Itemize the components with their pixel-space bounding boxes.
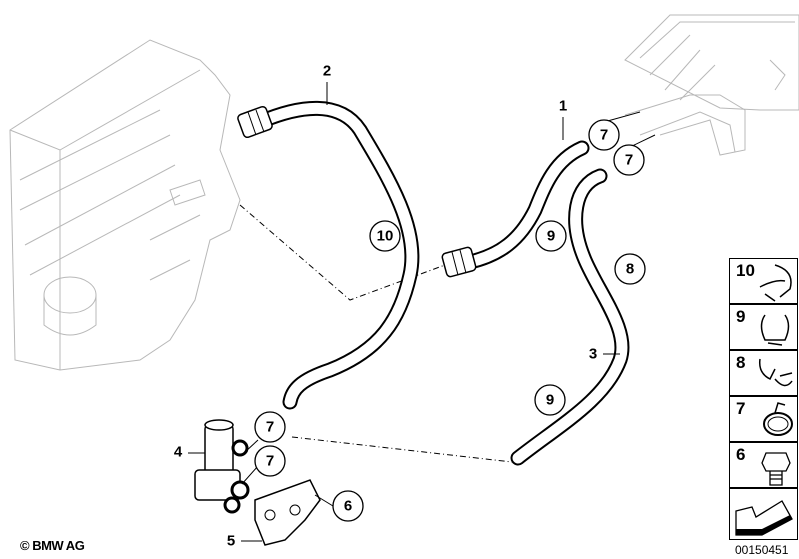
legend-item-8: 8 <box>729 350 798 396</box>
heater-core-outline <box>624 14 799 156</box>
svg-text:7: 7 <box>266 419 274 436</box>
hose-2 <box>237 100 420 410</box>
part-label-1: 1 <box>559 98 567 115</box>
callout-6: 6 <box>332 490 364 522</box>
water-pump <box>194 419 250 514</box>
svg-text:6: 6 <box>344 498 352 515</box>
spring-clamp-icon <box>763 402 793 436</box>
part-label-5: 5 <box>227 533 235 550</box>
hose-3 <box>510 168 630 466</box>
direction-arrow-icon <box>735 500 793 536</box>
callout-7: 7 <box>613 144 645 176</box>
svg-text:9: 9 <box>547 228 555 245</box>
callout-7: 7 <box>254 445 286 477</box>
svg-text:7: 7 <box>600 127 608 144</box>
hose-1 <box>441 140 590 278</box>
svg-text:9: 9 <box>546 392 554 409</box>
svg-text:7: 7 <box>625 152 633 169</box>
diagram-id: 00150451 <box>735 543 789 557</box>
legend-item-7: 7 <box>729 396 798 442</box>
engine-outline <box>9 39 241 371</box>
legend-item-10: 10 <box>729 258 798 304</box>
callout-7: 7 <box>254 411 286 443</box>
hose-clip-icon <box>760 314 790 346</box>
part-label-4: 4 <box>174 444 183 461</box>
hose-clamp-double-icon <box>759 264 792 302</box>
legend-item-arrow <box>729 488 798 540</box>
part-label-2: 2 <box>323 63 331 80</box>
hex-bolt-icon <box>761 452 791 486</box>
svg-text:10: 10 <box>377 228 394 245</box>
callout-10: 10 <box>369 220 401 252</box>
bracket-5 <box>254 479 321 546</box>
part-label-3: 3 <box>589 346 597 363</box>
callout-9: 9 <box>534 384 566 416</box>
legend-item-9: 9 <box>729 304 798 350</box>
copyright-notice: © BMW AG <box>20 538 85 553</box>
routing-line <box>291 436 513 463</box>
callout-9: 9 <box>535 220 567 252</box>
svg-text:8: 8 <box>626 261 634 278</box>
callout-7: 7 <box>588 119 620 151</box>
hose-holder-icon <box>758 358 793 387</box>
callout-8: 8 <box>614 253 646 285</box>
legend-item-6: 6 <box>729 442 798 488</box>
svg-text:7: 7 <box>266 453 274 470</box>
